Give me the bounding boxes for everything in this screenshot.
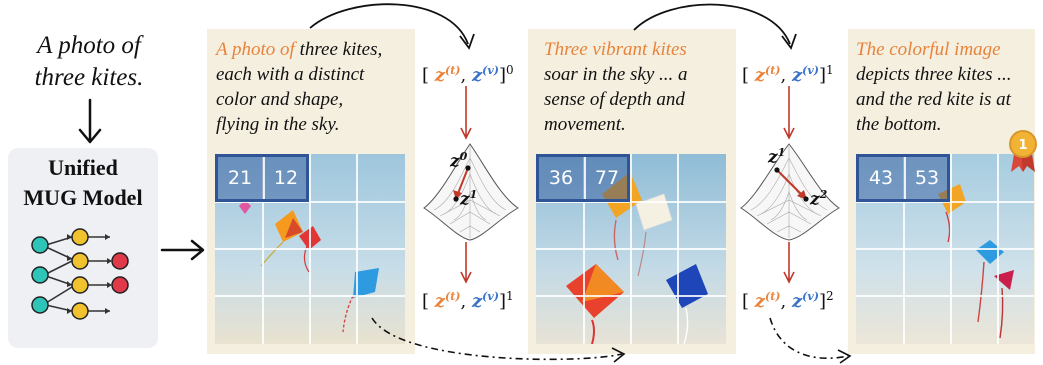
step-3-token-a: 43 (868, 167, 894, 189)
landscape-1-start-label: z0 (450, 150, 468, 172)
medal-icon: 1 (1009, 130, 1037, 172)
step-2-line-3: sense of depth and (544, 89, 685, 110)
step-3-highlight: The colorful image (856, 39, 1001, 60)
down-arrow-1-bottom (460, 242, 472, 284)
model-title: Unified MUG Model (8, 153, 158, 213)
step-1-text: A photo of three kites, each with a dist… (216, 37, 416, 137)
model-title-line-2: MUG Model (23, 185, 143, 210)
top-curve-arrow-2 (633, 3, 797, 50)
step-3-token-b: 53 (914, 167, 940, 189)
step-1-line-4: flying in the sky. (216, 114, 340, 135)
medal-rank: 1 (1018, 138, 1027, 153)
down-arrow-2-top (783, 86, 795, 140)
model-title-line-1: Unified (48, 155, 118, 180)
step-2-image: 36 77 (536, 154, 726, 344)
landscape-1-end-label: z1 (460, 188, 478, 210)
model-to-output-arrow (160, 239, 205, 261)
state-label-2-top: [ z(t), z(v)]1 (742, 63, 834, 86)
bottom-dash-arrow-2 (769, 317, 852, 364)
step-1-grid (215, 154, 405, 344)
network-icon (31, 228, 129, 320)
down-arrow-1-top (460, 86, 472, 140)
state-label-1-top: [ z(t), z(v)]0 (422, 63, 514, 86)
step-1-line-2: each with a distinct (216, 64, 365, 85)
landscape-2-end-label: z2 (810, 188, 828, 210)
state-label-1-bottom: [ z(t), z(v)]1 (422, 289, 514, 312)
step-3-text: The colorful image depicts three kites .… (856, 37, 1036, 137)
step-3-line-2: depicts three kites ... (856, 64, 1012, 85)
step-2-line-4: movement. (544, 114, 626, 135)
step-3-image: 43 53 (856, 154, 1034, 344)
bottom-dash-arrow-1 (371, 317, 626, 363)
loss-landscape-1 (423, 143, 519, 241)
step-1-highlight: A photo of (216, 39, 295, 60)
step-1-token-a: 21 (227, 167, 253, 189)
step-2-token-b: 77 (594, 167, 620, 189)
state-label-2-bottom: [ z(t), z(v)]2 (742, 289, 834, 312)
step-1-token-box: 21 12 (215, 154, 309, 202)
step-3-grid (856, 154, 1034, 344)
step-2-token-a: 36 (548, 167, 574, 189)
step-2-text: Three vibrant kites soar in the sky ... … (544, 37, 734, 137)
step-3-line-3: and the red kite is at (856, 89, 1011, 110)
step-3-token-box: 43 53 (856, 154, 950, 202)
step-2-highlight: Three vibrant kites (544, 39, 687, 60)
landscape-2-start-label: z1 (768, 146, 786, 168)
step-2-grid (536, 154, 726, 344)
loss-landscape-2 (740, 143, 840, 241)
prompt-down-arrow (78, 98, 102, 144)
step-1-line-1: three kites, (294, 39, 383, 60)
step-2-token-box: 36 77 (536, 154, 630, 202)
step-3-line-4: the bottom. (856, 114, 942, 135)
prompt-line-1: A photo of (37, 32, 141, 59)
step-2-line-2: soar in the sky ... a (544, 64, 688, 85)
input-prompt: A photo of three kites. (14, 30, 164, 94)
step-1-image: 21 12 (215, 154, 405, 344)
top-curve-arrow-1 (309, 3, 475, 50)
down-arrow-2-bottom (783, 242, 795, 284)
prompt-line-2: three kites. (34, 64, 144, 91)
step-1-token-b: 12 (273, 167, 299, 189)
step-1-line-3: color and shape, (216, 89, 344, 110)
